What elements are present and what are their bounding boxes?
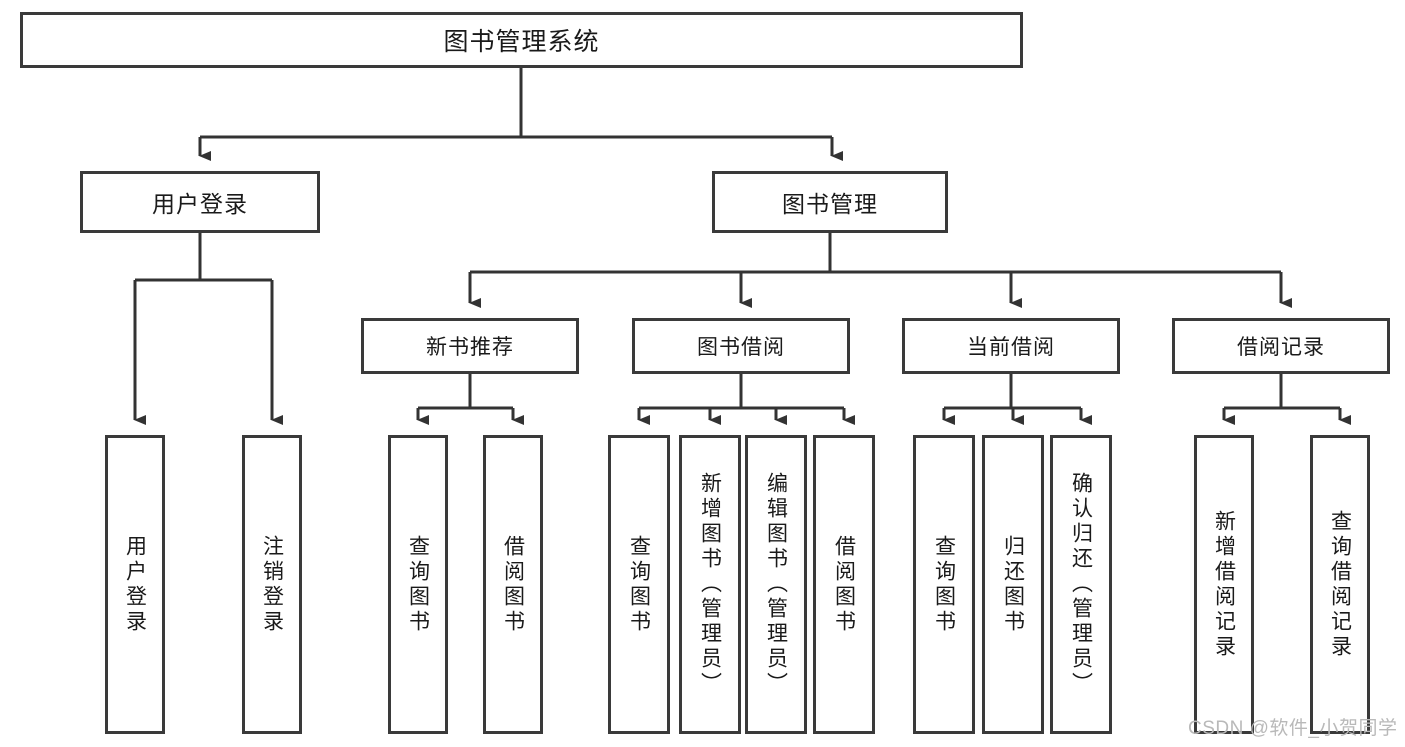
leaf-add-borrow-record-label: 新增借阅记录 — [1212, 509, 1236, 660]
node-user-login-label: 用户登录 — [152, 191, 248, 217]
node-current-borrow-label: 当前借阅 — [967, 336, 1055, 359]
leaf-query-borrow-record[interactable]: 查询借阅记录 — [1310, 435, 1370, 734]
node-root-label: 图书管理系统 — [443, 28, 600, 56]
node-new-book-recommend-label: 新书推荐 — [426, 336, 514, 359]
node-book-borrow[interactable]: 图书借阅 — [632, 318, 850, 374]
leaf-query-book-recommend[interactable]: 查询图书 — [388, 435, 448, 734]
watermark: CSDN @软件_小贺同学 — [1188, 718, 1398, 739]
node-current-borrow[interactable]: 当前借阅 — [902, 318, 1120, 374]
node-book-management-label: 图书管理 — [782, 191, 878, 217]
node-borrow-record-label: 借阅记录 — [1237, 336, 1325, 359]
leaf-user-login-label: 用户登录 — [123, 534, 147, 635]
leaf-add-book-admin[interactable]: 新增图书（管理员） — [679, 435, 741, 734]
leaf-confirm-return-admin[interactable]: 确认归还（管理员） — [1050, 435, 1112, 734]
leaf-borrow-book[interactable]: 借阅图书 — [813, 435, 875, 734]
leaf-add-book-admin-label: 新增图书（管理员） — [698, 472, 722, 697]
leaf-confirm-return-admin-label: 确认归还（管理员） — [1069, 472, 1093, 697]
node-user-login[interactable]: 用户登录 — [80, 171, 320, 233]
leaf-user-logout[interactable]: 注销登录 — [242, 435, 302, 734]
leaf-query-book-recommend-label: 查询图书 — [406, 534, 430, 635]
leaf-query-book-current-label: 查询图书 — [932, 534, 956, 635]
leaf-edit-book-admin-label: 编辑图书（管理员） — [764, 472, 788, 697]
leaf-query-book-borrow-label: 查询图书 — [627, 534, 651, 635]
leaf-user-logout-label: 注销登录 — [260, 534, 284, 635]
leaf-query-borrow-record-label: 查询借阅记录 — [1328, 509, 1352, 660]
leaf-return-book-label: 归还图书 — [1001, 534, 1025, 635]
leaf-edit-book-admin[interactable]: 编辑图书（管理员） — [745, 435, 807, 734]
leaf-return-book[interactable]: 归还图书 — [982, 435, 1044, 734]
leaf-query-book-current[interactable]: 查询图书 — [913, 435, 975, 734]
leaf-query-book-borrow[interactable]: 查询图书 — [608, 435, 670, 734]
leaf-add-borrow-record[interactable]: 新增借阅记录 — [1194, 435, 1254, 734]
leaf-borrow-book-recommend-label: 借阅图书 — [501, 534, 525, 635]
leaf-borrow-book-label: 借阅图书 — [832, 534, 856, 635]
leaf-user-login[interactable]: 用户登录 — [105, 435, 165, 734]
node-borrow-record[interactable]: 借阅记录 — [1172, 318, 1390, 374]
node-new-book-recommend[interactable]: 新书推荐 — [361, 318, 579, 374]
leaf-borrow-book-recommend[interactable]: 借阅图书 — [483, 435, 543, 734]
node-book-management[interactable]: 图书管理 — [712, 171, 948, 233]
node-root[interactable]: 图书管理系统 — [20, 12, 1023, 68]
node-book-borrow-label: 图书借阅 — [697, 336, 785, 359]
